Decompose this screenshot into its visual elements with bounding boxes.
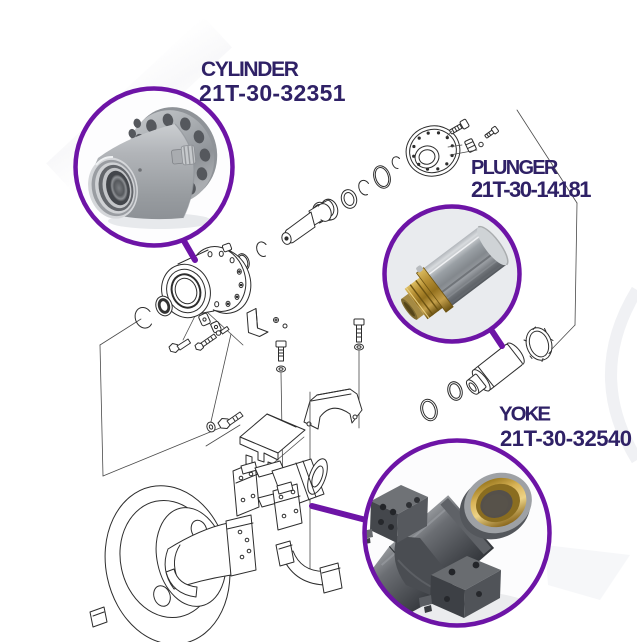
svg-text:21T-30-32540: 21T-30-32540 <box>500 426 632 451</box>
svg-text:PLUNGER: PLUNGER <box>471 157 559 179</box>
svg-text:21T-30-32351: 21T-30-32351 <box>199 80 346 106</box>
svg-text:YOKE: YOKE <box>499 403 550 426</box>
svg-text:21T-30-14181: 21T-30-14181 <box>471 177 591 202</box>
svg-text:CYLINDER: CYLINDER <box>201 58 299 81</box>
